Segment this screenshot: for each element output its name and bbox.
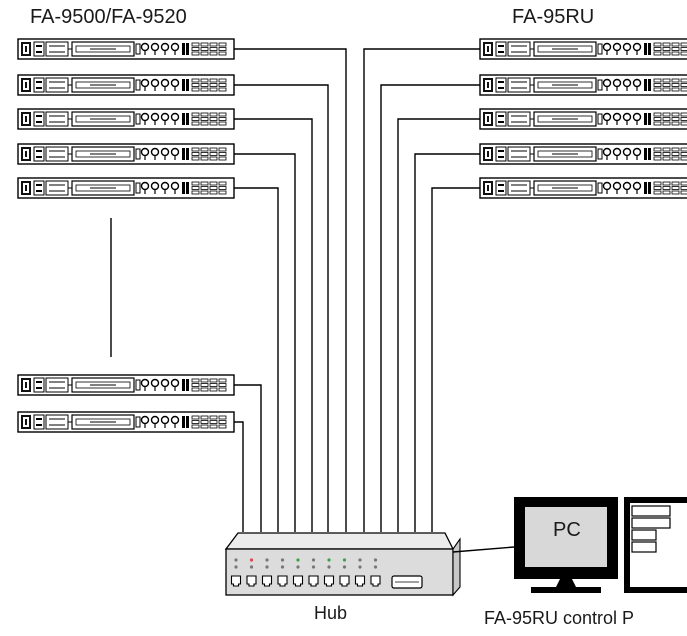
fa9500-group-label: FA-9500/FA-9520 xyxy=(30,6,187,28)
fa9500-unit-2 xyxy=(17,74,235,96)
hub-led xyxy=(327,558,331,562)
hub-led xyxy=(265,565,269,569)
fa9500-unit-7 xyxy=(17,411,235,433)
left-cables xyxy=(234,48,347,532)
fa95ru-unit-5 xyxy=(479,177,687,199)
hub-side xyxy=(452,537,461,597)
hub-led xyxy=(296,558,300,562)
hub-port xyxy=(354,575,366,587)
hub-led xyxy=(280,565,285,569)
hub-led xyxy=(342,565,347,569)
cable-hub-to-pc xyxy=(452,546,515,553)
monitor-base xyxy=(531,587,601,593)
hub-port xyxy=(323,575,335,587)
cable-right-4 xyxy=(414,153,480,532)
hub-led xyxy=(234,565,238,569)
hub-led xyxy=(311,558,316,562)
fa95ru-unit-4 xyxy=(479,143,687,165)
fa9500-unit-6 xyxy=(17,374,235,396)
drive-bay-2 xyxy=(631,517,671,529)
hub-leds xyxy=(234,558,378,569)
cable-left-7 xyxy=(234,421,244,532)
hub-port xyxy=(261,575,273,587)
hub-label: Hub xyxy=(314,603,348,623)
hub-port xyxy=(246,575,257,587)
fa95ru-group-label: FA-95RU xyxy=(512,6,595,28)
hub-led xyxy=(373,565,378,569)
hub-port xyxy=(308,575,319,587)
hub-ports xyxy=(230,575,381,587)
hub-led xyxy=(234,558,238,562)
pc-screen-label: PC xyxy=(553,519,581,541)
cable-left-4 xyxy=(234,153,296,532)
right-cables xyxy=(363,48,480,532)
hub-led xyxy=(280,558,285,562)
fa9500-unit-3 xyxy=(17,108,235,130)
hub-port xyxy=(370,575,381,587)
hub-led xyxy=(311,565,316,569)
drive-bay-1 xyxy=(631,505,671,517)
cable-right-3 xyxy=(397,118,480,532)
cable-left-3 xyxy=(234,118,313,532)
fa9500-unit-4 xyxy=(17,143,235,165)
drive-bay-3 xyxy=(631,529,657,541)
hub-port xyxy=(292,575,304,587)
cable-left-1 xyxy=(234,48,347,532)
hub-port xyxy=(277,575,288,587)
hub-led xyxy=(296,565,300,569)
hub-led xyxy=(373,558,378,562)
hub-top xyxy=(224,532,455,550)
hub-led xyxy=(249,558,254,562)
hub-port xyxy=(339,575,350,587)
hub-port xyxy=(230,575,242,587)
fa95ru-unit-3 xyxy=(479,108,687,130)
hub-led xyxy=(358,565,362,569)
pc xyxy=(514,497,687,593)
hub-led xyxy=(249,565,254,569)
pc-caption: FA-95RU control P xyxy=(484,608,635,628)
fa95ru-unit-1 xyxy=(479,38,687,60)
monitor-screen xyxy=(525,507,607,567)
fa9500-unit-5 xyxy=(17,177,235,199)
fa9500-unit-1 xyxy=(17,38,235,60)
hub-led xyxy=(265,558,269,562)
cable-right-5 xyxy=(431,187,480,532)
cable-left-5 xyxy=(234,187,279,532)
hub xyxy=(224,532,461,597)
hub-led xyxy=(358,558,362,562)
monitor-neck xyxy=(556,579,576,587)
cable-right-2 xyxy=(380,84,480,532)
fa95ru-unit-2 xyxy=(479,74,687,96)
cable-left-6 xyxy=(234,384,262,532)
hub-led xyxy=(327,565,331,569)
drive-bay-4 xyxy=(631,541,657,553)
cable-left-2 xyxy=(234,84,329,532)
cable-right-1 xyxy=(363,48,480,532)
hub-led xyxy=(342,558,347,562)
